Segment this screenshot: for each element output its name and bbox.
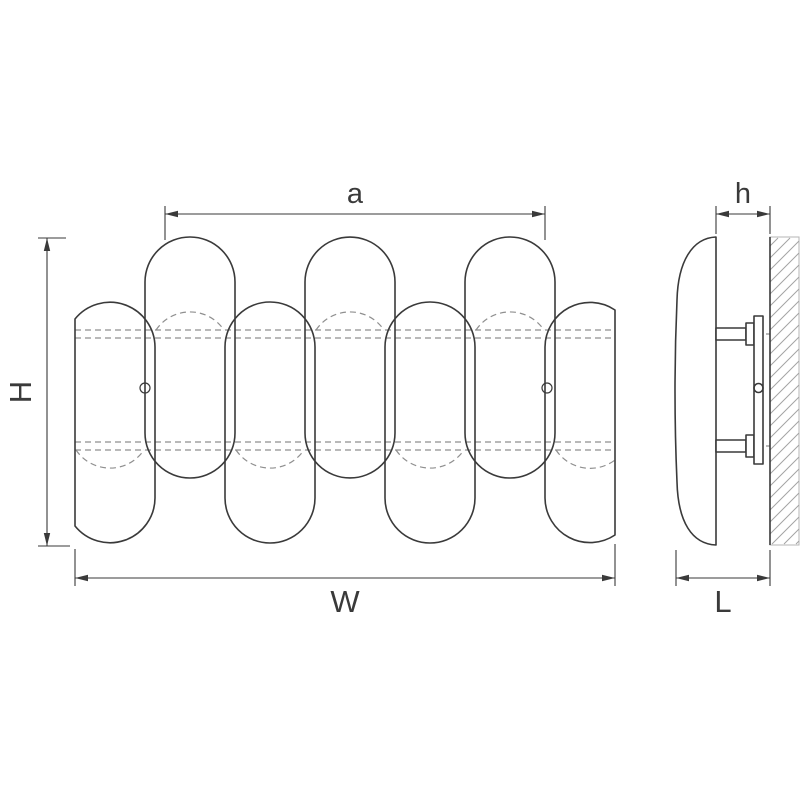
arrow-H-top bbox=[43, 238, 51, 251]
arrow-h-left bbox=[716, 210, 729, 218]
mounting-hole-right bbox=[541, 382, 553, 394]
arrow-a-left bbox=[165, 210, 178, 218]
dim-L-ext bbox=[675, 550, 771, 586]
bracket-screw bbox=[753, 382, 764, 394]
hidden-arc-bottom-2 bbox=[235, 449, 305, 469]
front-hidden-lines bbox=[75, 311, 616, 469]
mounting-rail-top-hidden bbox=[75, 329, 615, 339]
dim-label-L: L bbox=[714, 584, 731, 619]
mounting-rail-bottom-hidden bbox=[75, 441, 615, 451]
shade-up-2 bbox=[304, 236, 396, 479]
dimension-arrows bbox=[43, 210, 770, 582]
hidden-arc-top-2 bbox=[315, 311, 385, 331]
dim-label-W: W bbox=[330, 584, 360, 619]
dim-label-a: a bbox=[347, 178, 364, 210]
arrow-h-right bbox=[757, 210, 770, 218]
shade-up-1 bbox=[144, 236, 236, 479]
shade-down-3 bbox=[384, 301, 476, 544]
arrow-L-left bbox=[676, 574, 689, 582]
shade-down-1 bbox=[74, 301, 156, 544]
dim-h-ext bbox=[715, 206, 771, 234]
dim-label-H: H bbox=[3, 381, 38, 403]
dim-H-ext bbox=[38, 237, 70, 547]
bracket-rail-bottom bbox=[715, 439, 747, 453]
hidden-arc-top-3 bbox=[475, 311, 545, 331]
hidden-arc-top-1 bbox=[155, 311, 225, 331]
shade-down-2 bbox=[224, 301, 316, 544]
shade-up-3 bbox=[464, 236, 556, 479]
dim-W-ext bbox=[74, 544, 616, 586]
side-view bbox=[674, 236, 771, 546]
dimension-labels: a h H W L bbox=[3, 178, 751, 619]
hidden-arc-bottom-3 bbox=[395, 449, 465, 469]
dim-label-h: h bbox=[735, 178, 751, 210]
front-view-outline bbox=[74, 236, 616, 544]
arrow-H-bottom bbox=[43, 533, 51, 546]
shade-down-4 bbox=[544, 301, 616, 544]
bracket-tab-bottom bbox=[745, 434, 755, 458]
arrow-a-right bbox=[532, 210, 545, 218]
side-profile bbox=[674, 236, 717, 546]
dimension-lines bbox=[38, 206, 771, 586]
bracket-tab-top bbox=[745, 322, 755, 346]
wall-hatch bbox=[769, 237, 800, 545]
arrow-W-right bbox=[602, 574, 615, 582]
mounting-hole-left bbox=[139, 382, 151, 394]
arrow-W-left bbox=[75, 574, 88, 582]
wall-section bbox=[769, 236, 800, 546]
arrow-L-right bbox=[757, 574, 770, 582]
hidden-arc-bottom-4 bbox=[555, 449, 616, 469]
hidden-arc-bottom-1 bbox=[75, 449, 145, 469]
wall-outline bbox=[769, 236, 800, 546]
dim-a-ext bbox=[164, 206, 546, 240]
bracket-rail-top bbox=[715, 327, 747, 341]
